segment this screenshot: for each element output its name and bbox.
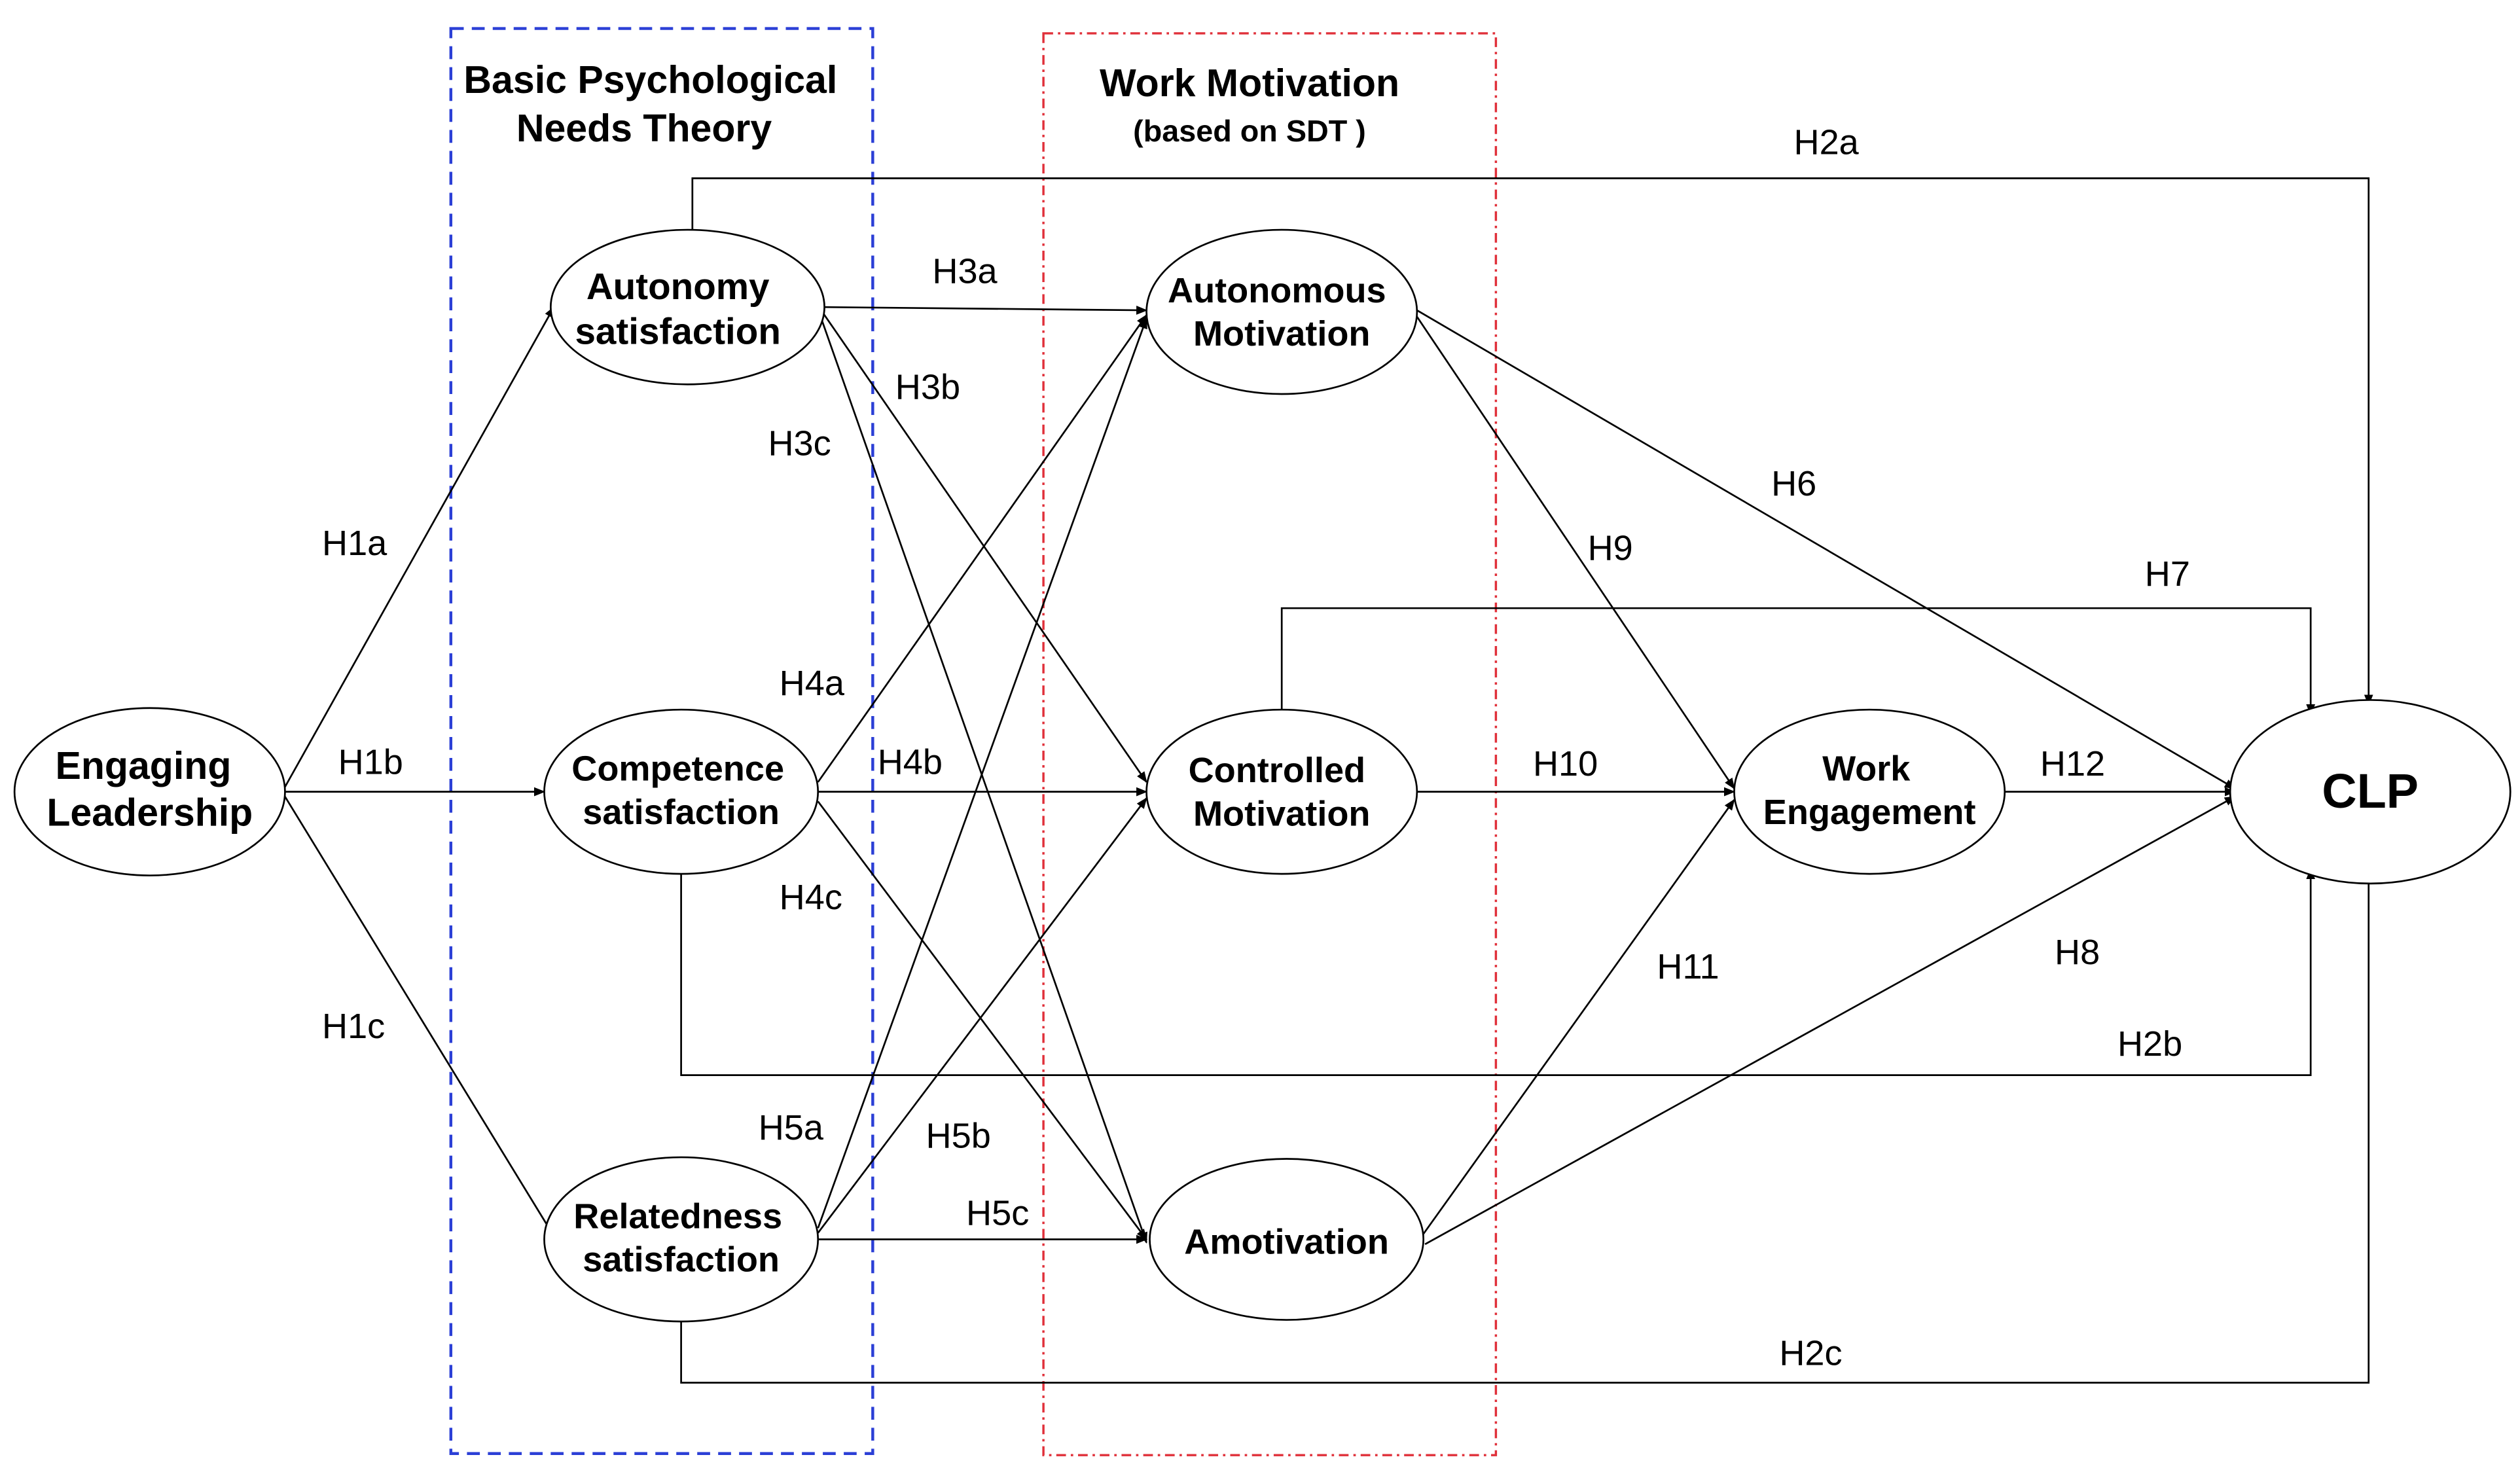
node-label-work: Work xyxy=(1822,749,1911,788)
edge-label-h9: H9 xyxy=(1588,528,1633,567)
edge-h5a xyxy=(817,317,1147,1229)
edge-label-h10: H10 xyxy=(1533,744,1598,783)
node-work-engagement xyxy=(1733,708,2006,875)
group-label-wm-line1: Work Motivation xyxy=(1100,62,1399,105)
node-label-relatedness: Relatedness xyxy=(573,1196,782,1236)
node-label-autonomy: Autonomy xyxy=(586,266,770,307)
group-label-bpnt-line1: Basic Psychological xyxy=(463,58,837,101)
node-amotivation xyxy=(1149,1158,1425,1321)
edge-h11 xyxy=(1421,799,1735,1237)
edge-h2c xyxy=(680,868,2373,1384)
edge-label-h7: H7 xyxy=(2145,554,2190,594)
edge-label-h4b: H4b xyxy=(878,743,943,782)
edge-label-h11: H11 xyxy=(1657,947,1719,986)
edge-label-h4a: H4a xyxy=(780,664,845,703)
edge-label-h3b: H3b xyxy=(895,367,960,406)
edge-label-h3c: H3c xyxy=(768,423,831,463)
edge-h1a xyxy=(284,306,555,787)
node-label-clp: CLP xyxy=(2322,764,2419,818)
edge-h2b xyxy=(680,868,2316,1076)
group-label-bpnt-line2: Needs Theory xyxy=(516,107,772,150)
edge-label-h2c: H2c xyxy=(1779,1333,1842,1373)
edge-label-h1c: H1c xyxy=(322,1007,385,1046)
node-label-controlled: Controlled xyxy=(1189,751,1366,790)
node-competence-satisfaction xyxy=(543,708,819,875)
node-label-amotivation: Amotivation xyxy=(1184,1223,1389,1262)
edge-h6 xyxy=(1416,309,2237,789)
edge-label-h8: H8 xyxy=(2055,933,2100,972)
group-label-wm-line2: (based on SDT ) xyxy=(1133,114,1366,148)
edge-h4c xyxy=(817,800,1147,1240)
node-controlled-motivation xyxy=(1145,708,1418,875)
edge-h7 xyxy=(1280,607,2316,716)
node-clp xyxy=(2229,699,2511,885)
edge-label-h1b: H1b xyxy=(338,743,403,782)
node-relatedness-satisfaction xyxy=(543,1156,819,1323)
node-label-competence: Competence xyxy=(571,749,784,788)
edge-label-h5a: H5a xyxy=(759,1108,824,1147)
edge-label-h5c: H5c xyxy=(966,1193,1029,1232)
node-label-engagement: Engagement xyxy=(1763,793,1976,832)
edge-label-h2b: H2b xyxy=(2117,1024,2182,1064)
node-label-competence-sat: satisfaction xyxy=(583,793,780,832)
edge-h9 xyxy=(1416,316,1735,790)
edge-h2a xyxy=(691,177,2373,706)
edge-h5b xyxy=(817,797,1147,1234)
node-label-autonomous: Autonomous xyxy=(1168,271,1386,310)
edge-h8 xyxy=(1424,795,2237,1246)
node-label-relatedness-sat: satisfaction xyxy=(583,1240,780,1280)
edge-h4a xyxy=(817,314,1147,783)
edge-label-h2a: H2a xyxy=(1794,122,1860,162)
edge-label-h5b: H5b xyxy=(926,1116,991,1155)
node-autonomy-satisfaction xyxy=(549,228,825,386)
edge-label-h4c: H4c xyxy=(780,878,842,917)
node-engaging-leadership xyxy=(13,707,286,876)
edge-label-h6: H6 xyxy=(1771,464,1816,503)
edge-label-h3a: H3a xyxy=(932,251,998,291)
edge-label-h1a: H1a xyxy=(322,524,387,563)
node-label-leadership: Leadership xyxy=(46,791,253,834)
group-box-work-motivation xyxy=(1042,32,1498,1456)
edge-h1c xyxy=(284,796,555,1238)
edge-h3a xyxy=(821,306,1148,315)
node-autonomous-motivation xyxy=(1145,228,1418,395)
node-label-autonomous-mot: Motivation xyxy=(1193,314,1371,353)
edge-h3c xyxy=(820,317,1147,1244)
edge-label-h12: H12 xyxy=(2040,744,2105,783)
node-label-engaging: Engaging xyxy=(55,744,231,787)
node-label-controlled-mot: Motivation xyxy=(1193,794,1371,833)
node-label-autonomy-sat: satisfaction xyxy=(575,311,780,352)
group-box-bpnt xyxy=(449,27,874,1455)
